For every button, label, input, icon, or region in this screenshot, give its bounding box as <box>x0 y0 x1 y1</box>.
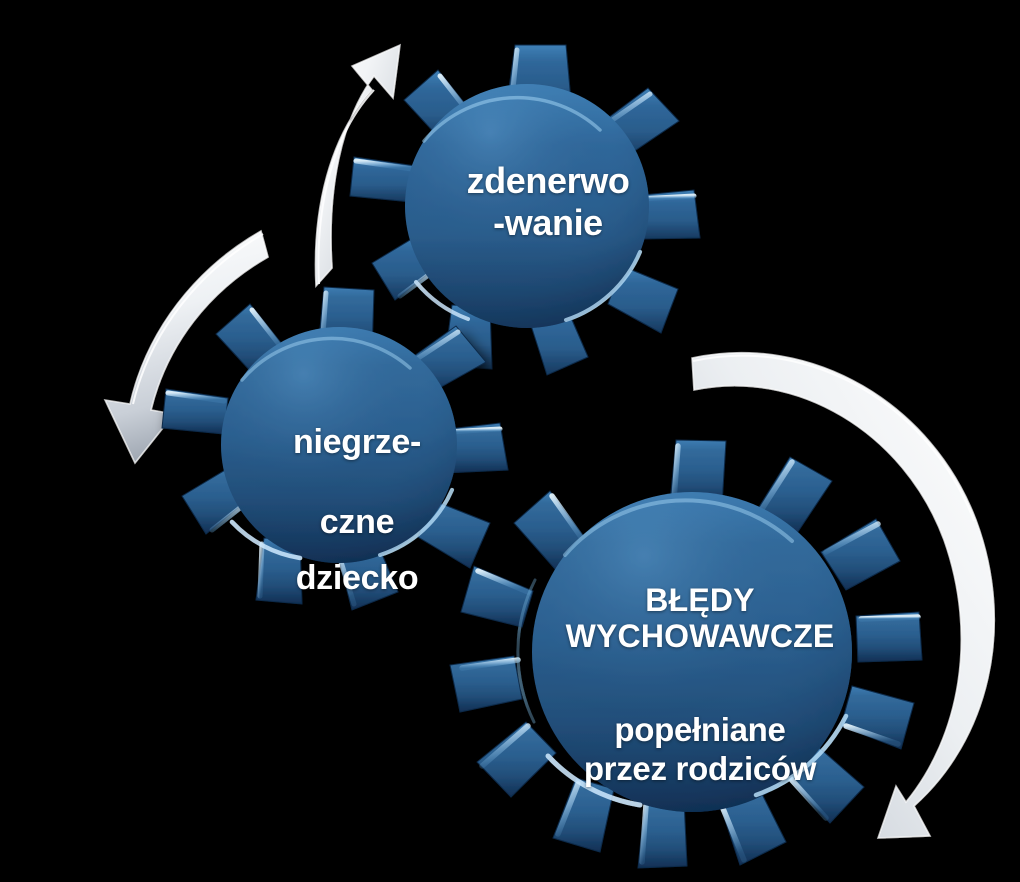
top-gear <box>349 44 701 376</box>
main-gear <box>449 439 923 869</box>
middle-gear <box>161 286 509 611</box>
arrow-to-top-gear-icon <box>314 43 401 288</box>
arrow-down-left-icon <box>103 229 269 465</box>
arrow-clockwise-right-icon <box>691 351 996 839</box>
